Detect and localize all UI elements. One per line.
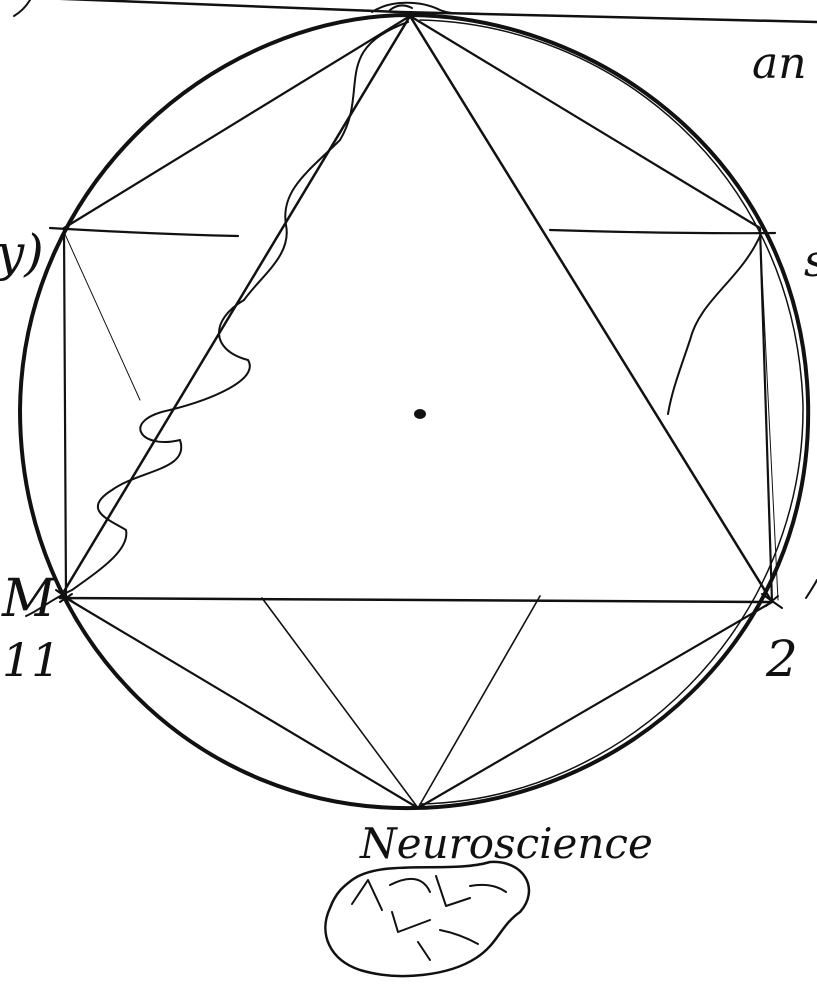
upper-left-stub xyxy=(50,228,238,236)
label-right: s xyxy=(804,236,817,287)
bottom-inner-chord-right xyxy=(418,596,540,808)
bottom-inner-chord-left xyxy=(262,598,418,808)
left-thin-chord xyxy=(64,232,140,400)
right-thin-chord xyxy=(760,232,778,600)
left-wavy-line xyxy=(26,22,408,616)
outer-circle xyxy=(20,15,808,808)
upper-right-stub xyxy=(550,230,775,233)
label-neuroscience: Neuroscience xyxy=(359,819,653,868)
label-top-right: an xyxy=(752,38,807,89)
label-right-below: 2 xyxy=(765,630,798,688)
label-upper-left: y) xyxy=(0,224,44,282)
center-dot xyxy=(414,409,426,419)
label-left: M xyxy=(1,569,57,629)
top-horizontal-line xyxy=(40,0,817,22)
label-left-below: 11 xyxy=(2,633,61,687)
right-inner-curve xyxy=(668,236,760,414)
top-left-ink-fragment xyxy=(14,0,30,16)
right-edge-glyph-fragment xyxy=(806,580,817,598)
brain-doodle xyxy=(325,862,529,976)
